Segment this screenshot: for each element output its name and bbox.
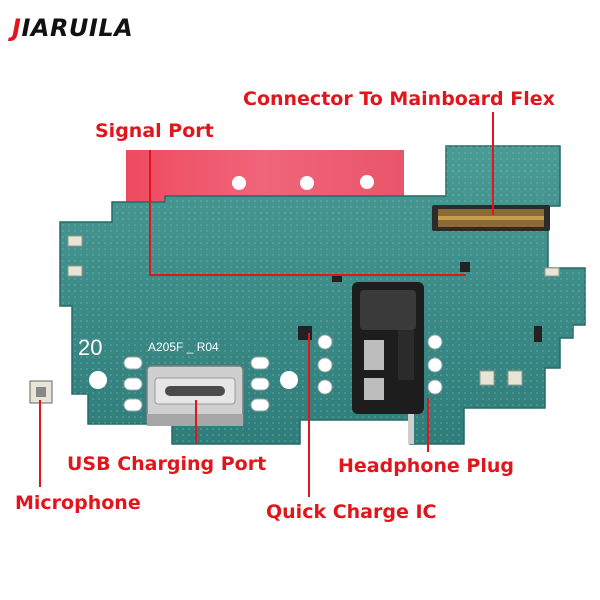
- solder-pads: [67, 235, 560, 386]
- label-usb-port: USB Charging Port: [67, 453, 267, 475]
- label-connector: Connector To Mainboard Flex: [243, 88, 555, 110]
- brand-first-letter: J: [12, 14, 22, 42]
- label-microphone: Microphone: [15, 492, 141, 514]
- headphone-jack: [352, 282, 424, 444]
- usb-pads: [123, 334, 443, 412]
- board-connector: [432, 205, 550, 231]
- microphone-component: [29, 380, 53, 404]
- board-model: A205F _ R04: [148, 340, 219, 354]
- leader-lines: [39, 112, 494, 497]
- signal-leader: [149, 150, 466, 276]
- brand-logo: JIARUILA: [12, 14, 133, 42]
- label-headphone: Headphone Plug: [338, 455, 514, 477]
- usb-c-port: [146, 365, 244, 426]
- label-quick-charge: Quick Charge IC: [266, 501, 437, 523]
- brand-rest: IARUILA: [21, 14, 134, 42]
- board-number: 20: [78, 335, 102, 360]
- label-signal-port: Signal Port: [95, 120, 214, 142]
